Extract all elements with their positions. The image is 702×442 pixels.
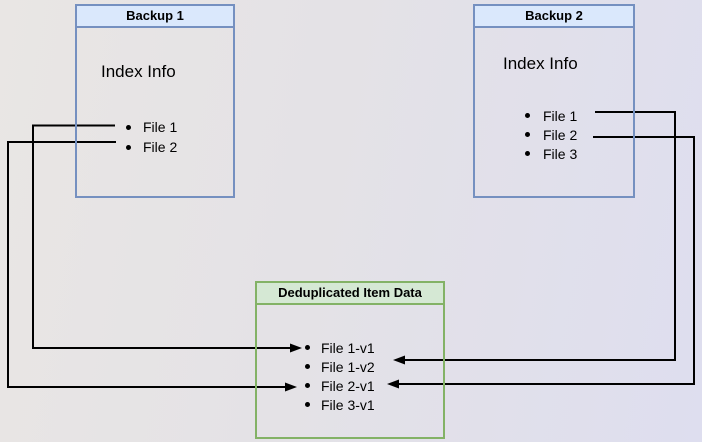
backup1-box: Backup 1 Index Info File 1 File 2 bbox=[75, 4, 235, 198]
list-item: File 1 bbox=[126, 117, 177, 137]
bullet-icon bbox=[525, 151, 530, 156]
backup2-file3-label: File 3 bbox=[543, 145, 578, 162]
bullet-icon bbox=[305, 402, 310, 407]
backup1-file2-label: File 2 bbox=[143, 139, 178, 155]
backup2-header: Backup 2 bbox=[475, 6, 633, 28]
dedup-box: Deduplicated Item Data File 1-v1 File 1-… bbox=[255, 281, 445, 439]
dedup-file1v1-label: File 1-v1 bbox=[321, 339, 375, 356]
bullet-icon bbox=[525, 132, 530, 137]
bullet-icon bbox=[126, 124, 131, 130]
backup1-file-list: File 1 File 2 bbox=[126, 117, 177, 157]
list-item: File 2-v1 bbox=[305, 376, 375, 395]
backup2-index-info-label: Index Info bbox=[503, 54, 578, 73]
backup1-header: Backup 1 bbox=[77, 6, 233, 28]
dedup-file2v1-label: File 2-v1 bbox=[321, 377, 375, 394]
bullet-icon bbox=[305, 345, 310, 350]
dedup-header: Deduplicated Item Data bbox=[257, 283, 443, 305]
bullet-icon bbox=[305, 383, 310, 388]
list-item: File 3 bbox=[525, 144, 577, 163]
dedup-item-list: File 1-v1 File 1-v2 File 2-v1 File 3-v1 bbox=[305, 338, 375, 414]
backup2-file1-label: File 1 bbox=[543, 107, 578, 124]
list-item: File 1-v2 bbox=[305, 357, 375, 376]
list-item: File 2 bbox=[525, 125, 577, 144]
bullet-icon bbox=[525, 113, 530, 118]
backup1-index-info-label: Index Info bbox=[101, 62, 176, 81]
backup2-box: Backup 2 Index Info File 1 File 2 File 3 bbox=[473, 4, 635, 198]
bullet-icon bbox=[126, 144, 131, 150]
backup1-file1-label: File 1 bbox=[143, 119, 178, 135]
backup2-file2-label: File 2 bbox=[543, 126, 578, 143]
dedup-file3v1-label: File 3-v1 bbox=[321, 396, 375, 413]
dedup-file1v2-label: File 1-v2 bbox=[321, 358, 375, 375]
list-item: File 2 bbox=[126, 137, 177, 157]
list-item: File 3-v1 bbox=[305, 395, 375, 414]
bullet-icon bbox=[305, 364, 310, 369]
list-item: File 1 bbox=[525, 106, 577, 125]
backup2-file-list: File 1 File 2 File 3 bbox=[525, 106, 577, 163]
list-item: File 1-v1 bbox=[305, 338, 375, 357]
